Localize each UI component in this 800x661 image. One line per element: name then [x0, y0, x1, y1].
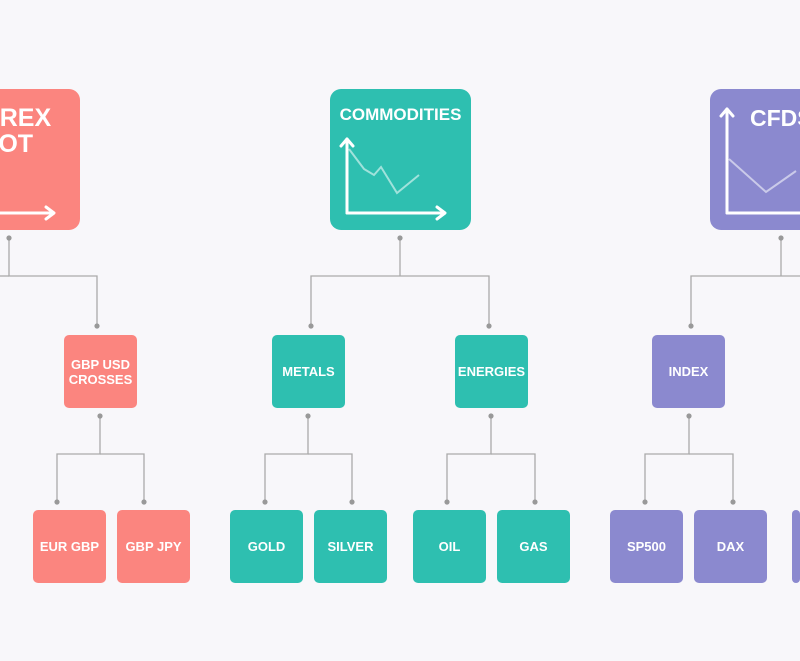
connector-dot	[532, 499, 538, 505]
connector-metals-gold	[264, 416, 309, 502]
silver-node: SILVER	[314, 510, 387, 583]
connector-commodities-branch	[310, 275, 490, 326]
connector-dot	[94, 323, 100, 329]
connector-index-sp500	[644, 416, 690, 502]
connector-dot	[54, 499, 60, 505]
gas-node: GAS	[497, 510, 570, 583]
connector-dot	[730, 499, 736, 505]
commodities-title: COMMODITIES	[339, 105, 462, 124]
connector-dot	[686, 413, 692, 419]
gbp-usd-crosses-node: GBP USD CROSSES	[64, 335, 137, 408]
connector-dot	[6, 235, 12, 241]
metals-node: METALS	[272, 335, 345, 408]
connector-gbpusd-gbpjpy	[100, 453, 145, 502]
connector-dot	[488, 413, 494, 419]
connector-dot	[141, 499, 147, 505]
cfds-box: CFDS	[710, 89, 800, 230]
index-node: INDEX	[652, 335, 725, 408]
line-chart-icon	[0, 205, 56, 221]
connector-dot	[444, 499, 450, 505]
connector-dot	[308, 323, 314, 329]
connector-forex-gbpusd	[8, 238, 98, 326]
connector-energies-gas	[491, 453, 536, 502]
connector-energies-oil	[446, 416, 492, 502]
connector-dot	[688, 323, 694, 329]
forex-spot-title: FOREX SPOT	[0, 104, 52, 158]
connector-dot	[97, 413, 103, 419]
energies-node: ENERGIES	[455, 335, 528, 408]
forex-spot-box: FOREX SPOT	[0, 89, 80, 230]
cfds-clipped-node	[792, 510, 800, 583]
gbp-jpy-node: GBP JPY	[117, 510, 190, 583]
cfds-title: CFDS	[750, 105, 800, 131]
commodities-box: COMMODITIES	[330, 89, 471, 230]
sp500-node: SP500	[610, 510, 683, 583]
eur-gbp-node: EUR GBP	[33, 510, 106, 583]
connector-dot	[397, 235, 403, 241]
line-chart-icon	[719, 107, 800, 215]
line-chart-icon	[339, 137, 447, 221]
connector-dot	[642, 499, 648, 505]
connector-dot	[305, 413, 311, 419]
connector-dot	[349, 499, 355, 505]
oil-node: OIL	[413, 510, 486, 583]
connector-dot	[778, 235, 784, 241]
connector-dot	[486, 323, 492, 329]
connector-dot	[262, 499, 268, 505]
connector-cfds-branch	[690, 275, 800, 326]
dax-node: DAX	[694, 510, 767, 583]
connector-index-dax	[689, 453, 734, 502]
connector-metals-silver	[308, 453, 353, 502]
gold-node: GOLD	[230, 510, 303, 583]
connector-gbpusd-eurgbp	[56, 416, 101, 502]
